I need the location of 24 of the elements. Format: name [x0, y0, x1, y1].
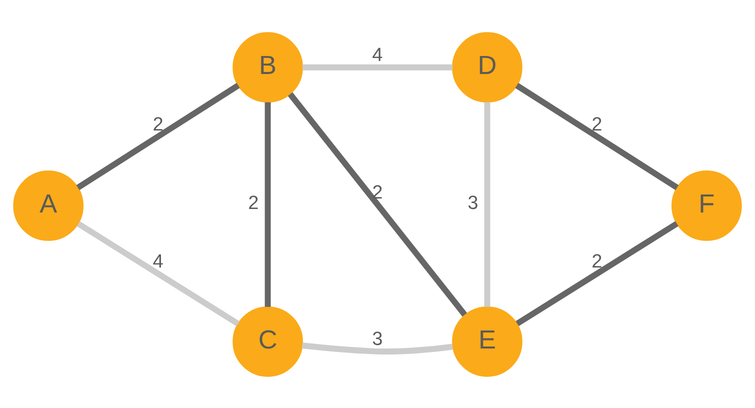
connector [515, 82, 679, 190]
node-circle: D [452, 32, 522, 102]
connector [288, 92, 468, 316]
connector [76, 220, 240, 326]
node-circle: E [452, 306, 522, 376]
connector [516, 220, 678, 326]
node-circle: B [232, 32, 303, 102]
node-circle: C [232, 306, 303, 376]
node-circle: F [671, 170, 742, 240]
connector [264, 102, 271, 306]
connector [76, 82, 240, 190]
edge-label: 3 [372, 328, 383, 350]
edge-label: 2 [592, 114, 602, 135]
edge-label: 2 [248, 192, 259, 214]
connector [302, 342, 453, 354]
connector [302, 64, 453, 70]
edge-label: 2 [592, 250, 602, 272]
edge-label: 4 [372, 44, 383, 66]
connector [484, 102, 490, 306]
node-circle: A [13, 170, 84, 240]
edge-label: 3 [468, 192, 478, 214]
edge-label: 4 [152, 250, 164, 272]
edge-label: 2 [372, 182, 383, 203]
edge-label: 2 [152, 114, 164, 135]
